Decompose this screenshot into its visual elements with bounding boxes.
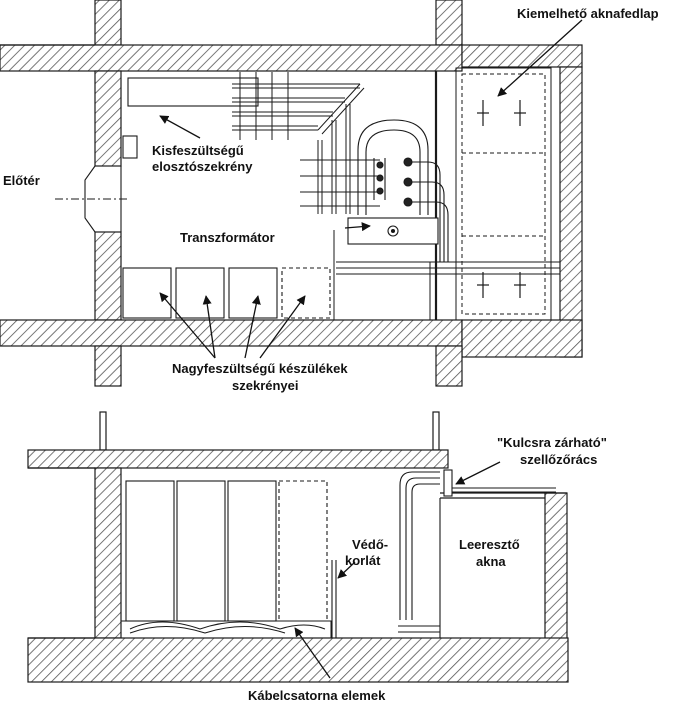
label-guard-line1: Védő- [352, 537, 388, 552]
lv-distribution-panel [122, 77, 259, 159]
label-cable-duct: Kábelcsatorna elemek [248, 688, 386, 703]
cable-duct [120, 620, 332, 639]
section-leader-arrows [294, 461, 501, 679]
hv-cabinet [122, 267, 172, 319]
door [55, 165, 128, 233]
hv-cabinets-section [125, 480, 328, 622]
liftable-cover [455, 67, 552, 321]
hv-cabinet [175, 267, 225, 319]
drain-pit-section [398, 471, 441, 638]
label-drain-line1: Leeresztő [459, 537, 520, 552]
plan-view [0, 0, 583, 387]
label-hv-cabinets-line2: szekrényei [232, 378, 299, 393]
label-vent-line2: szellőzőrács [520, 452, 597, 467]
label-hv-cabinets-line1: Nagyfeszültségű készülékek [172, 361, 348, 376]
plan-leader-arrows [159, 19, 583, 359]
hv-cabinet [228, 267, 278, 319]
vent-grille [443, 469, 556, 497]
hv-cabinets [122, 267, 331, 319]
label-vent-line1: "Kulcsra zárható" [497, 435, 607, 450]
transformer [347, 119, 449, 262]
plan-walls [0, 0, 583, 387]
hv-cabinet-spare [281, 267, 331, 319]
lv-busbars [232, 72, 380, 214]
label-lv-panel-line2: elosztószekrény [152, 159, 253, 174]
label-transformer: Transzformátor [180, 230, 275, 245]
label-lv-panel-line1: Kisfeszültségű [152, 143, 244, 158]
hv-cable-run [336, 261, 560, 320]
section-view [27, 411, 569, 683]
label-guard-line2: korlát [345, 553, 381, 568]
labels: Kiemelhető aknafedlap Kisfeszültségű elo… [3, 6, 659, 703]
label-vestibule: Előtér [3, 173, 40, 188]
guard-rail [331, 560, 337, 638]
label-drain-line2: akna [476, 554, 506, 569]
section-walls [27, 411, 569, 683]
label-cover: Kiemelhető aknafedlap [517, 6, 659, 21]
